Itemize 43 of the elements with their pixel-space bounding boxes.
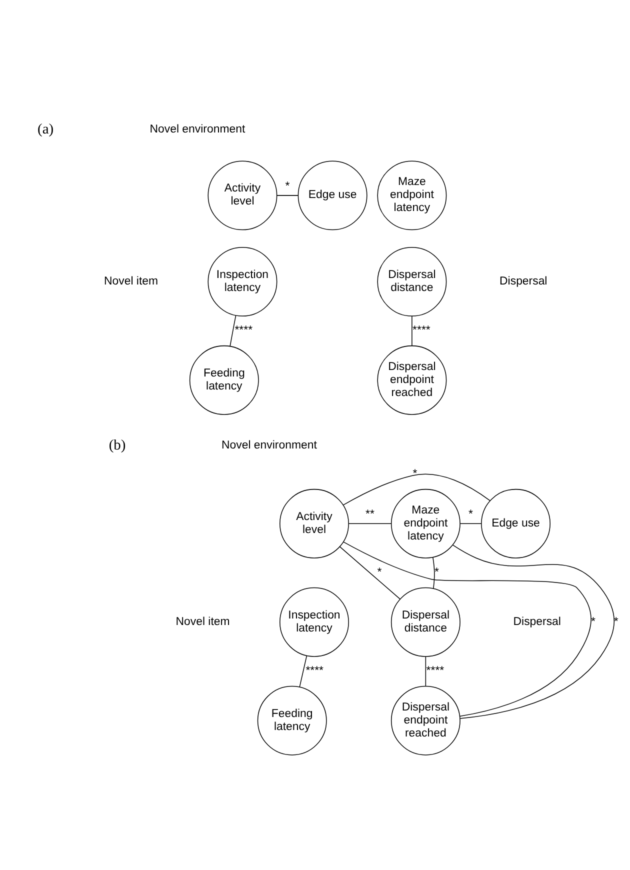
- node-circle: Dispersal endpoint reached: [377, 344, 447, 414]
- connector: [460, 522, 482, 524]
- node-circle: Activity level: [208, 160, 278, 230]
- connector: [230, 314, 236, 346]
- edge-label: *: [412, 468, 418, 480]
- connector: [339, 546, 400, 599]
- edge-label: *: [285, 180, 290, 192]
- connector: [299, 654, 308, 687]
- edge-label: **: [366, 508, 374, 520]
- node-circle: Maze endpoint latency: [390, 488, 460, 558]
- node-circle: Feeding latency: [189, 344, 259, 414]
- edge-label: *: [468, 508, 473, 520]
- edge-label: *: [377, 566, 382, 578]
- label: Novel environment: [222, 438, 317, 451]
- node-circle: Dispersal distance: [390, 586, 460, 656]
- edge-label: ****: [426, 664, 444, 677]
- node-circle: Maze endpoint latency: [377, 160, 447, 230]
- connector: [343, 541, 592, 716]
- node-circle: Feeding latency: [257, 685, 327, 755]
- node-circle: Edge use: [298, 160, 368, 230]
- connector: [425, 656, 426, 686]
- label: (b): [108, 436, 126, 453]
- label: Novel environment: [150, 122, 246, 135]
- node-circle: Dispersal distance: [377, 246, 447, 316]
- connector: [342, 473, 490, 505]
- node-circle: Dispersal endpoint reached: [390, 685, 460, 755]
- node-circle: Inspection latency: [280, 586, 349, 656]
- label: Novel item: [104, 274, 158, 287]
- edge-label: ****: [234, 324, 253, 336]
- label: Dispersal: [513, 615, 561, 628]
- edge-label: ****: [306, 664, 324, 677]
- label: Dispersal: [500, 274, 548, 287]
- node-circle: Inspection latency: [208, 246, 278, 316]
- label: (a): [38, 120, 54, 137]
- connector: [276, 194, 298, 196]
- connector: [452, 544, 615, 718]
- node-circle: Edge use: [481, 488, 550, 558]
- label: Novel item: [176, 615, 230, 628]
- edge-label: *: [434, 566, 439, 578]
- edge-label: ****: [412, 324, 430, 336]
- node-circle: Activity level: [280, 488, 349, 558]
- connector: [348, 522, 392, 524]
- connector: [432, 556, 435, 588]
